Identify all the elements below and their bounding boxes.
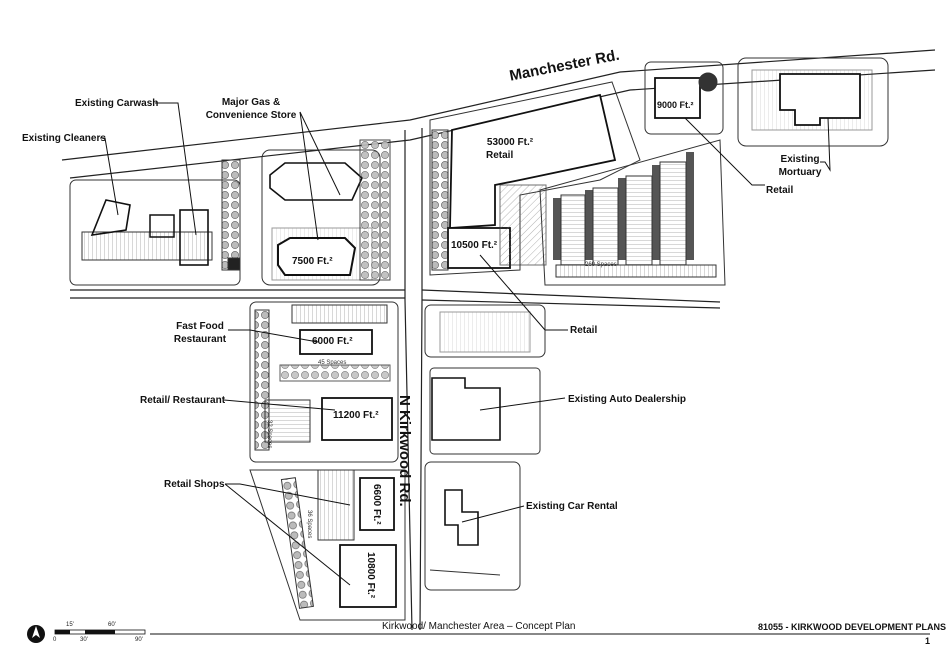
scale-bar xyxy=(54,629,146,635)
kirkwood-road xyxy=(404,128,423,631)
label-retail-mid: Retail xyxy=(570,325,598,336)
label-existing-auto-dealership: Existing Auto Dealership xyxy=(568,394,686,405)
building-9000-area: 9000 Ft.² xyxy=(657,100,694,110)
label-existing-mortuary-line1: Existing xyxy=(780,154,820,165)
ne-parcels xyxy=(644,57,889,147)
east-parcels xyxy=(424,304,546,591)
plan-caption: Kirkwood/ Manchester Area – Concept Plan xyxy=(382,621,576,632)
label-fast-food: Fast Food Restaurant xyxy=(170,320,230,346)
label-retail-restaurant: Retail/ Restaurant xyxy=(140,395,226,406)
kirkwood-road-label: N Kirkwood Rd. xyxy=(396,395,413,507)
cross-street xyxy=(70,289,721,309)
label-retail-shops: Retail Shops xyxy=(164,479,225,490)
label-existing-car-rental: Existing Car Rental xyxy=(526,501,618,512)
parking-45-label: 45 Spaces xyxy=(318,360,347,366)
north-arrow xyxy=(27,625,45,643)
label-fast-food-line2: Restaurant xyxy=(173,334,227,345)
building-gas-area: 7500 Ft.² xyxy=(292,256,333,267)
building-10800-area: 10800 Ft.² xyxy=(365,552,376,599)
parking-32-label: 32 Spaces xyxy=(266,420,272,449)
label-gas-store-line2: Convenience Store xyxy=(205,110,297,121)
scale-15: 15' xyxy=(66,622,74,628)
label-retail-53000-area: 53000 Ft.² xyxy=(486,137,534,148)
scale-90: 90' xyxy=(135,637,143,643)
parking-36-label: 36 Spaces xyxy=(306,510,312,539)
building-6600-area: 6600 Ft.² xyxy=(371,484,382,525)
parking-260 xyxy=(539,139,726,286)
building-10500-area: 10500 Ft.² xyxy=(451,240,498,251)
sheet-number: 1 xyxy=(925,636,931,646)
nw-parcel xyxy=(69,159,241,286)
label-gas-store: Major Gas & Convenience Store xyxy=(196,96,306,122)
label-existing-cleaners: Existing Cleaners xyxy=(22,133,106,144)
parking-260-label: 260 Spaces xyxy=(585,262,617,268)
sw-block xyxy=(249,301,399,463)
scale-60: 60' xyxy=(108,622,116,628)
building-11200-area: 11200 Ft.² xyxy=(333,410,379,421)
retail-53000-parcel xyxy=(429,81,641,276)
scale-30: 30' xyxy=(80,637,88,643)
scale-0: 0 xyxy=(53,637,57,643)
label-existing-carwash: Existing Carwash xyxy=(75,98,159,109)
label-retail-53000: 53000 Ft.² Retail xyxy=(470,136,550,162)
label-retail-east: Retail xyxy=(766,185,794,196)
gas-parcel xyxy=(261,139,391,286)
label-fast-food-line1: Fast Food xyxy=(176,321,224,332)
label-existing-mortuary-line2: Mortuary xyxy=(778,167,822,178)
building-6000-area: 6000 Ft.² xyxy=(312,336,353,347)
label-gas-store-line1: Major Gas & xyxy=(221,97,281,108)
label-existing-mortuary: Existing Mortuary xyxy=(770,153,830,179)
leader-lines xyxy=(100,102,831,586)
label-retail-53000-use: Retail xyxy=(486,150,514,161)
project-title: 81055 - KIRKWOOD DEVELOPMENT PLANS xyxy=(758,622,947,632)
